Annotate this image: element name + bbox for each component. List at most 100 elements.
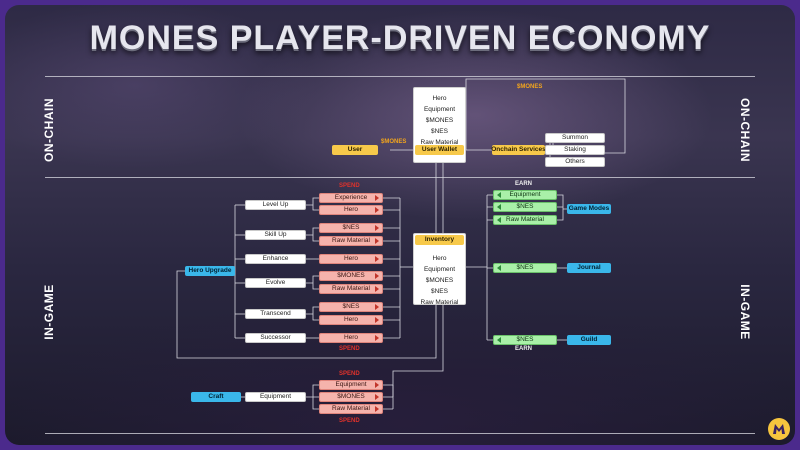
craft-cost-mones: $MONES: [319, 392, 383, 402]
arrow-right-icon: [375, 394, 379, 400]
arrow-right-icon: [375, 335, 379, 341]
craft-cost-equipment: Equipment: [319, 380, 383, 390]
action-skill-up: Skill Up: [245, 230, 306, 240]
cost-evolve-raw-material: Raw Material: [319, 284, 383, 294]
arrow-left-icon: [497, 192, 501, 198]
money-flow-label: $MONES: [381, 139, 407, 145]
wallet-item-equipment: Equipment: [423, 106, 456, 113]
arrow-right-icon: [375, 207, 379, 213]
cost-label: $MONES: [337, 392, 365, 400]
action-successor: Successor: [245, 333, 306, 343]
arrow-right-icon: [375, 317, 379, 323]
action-level-up: Level Up: [245, 200, 306, 210]
craft-spend-label-bottom: SPEND: [339, 418, 360, 424]
arrow-right-icon: [375, 286, 379, 292]
cost-label: Hero: [343, 205, 359, 213]
wallet-item-nes: $NES: [431, 128, 448, 135]
arrow-left-icon: [497, 204, 501, 210]
action-evolve: Evolve: [245, 278, 306, 288]
inventory-item-hero: Hero: [432, 255, 447, 262]
reward-guild-nes: $NES: [493, 335, 557, 345]
arrow-right-icon: [375, 195, 379, 201]
spend-label-top: SPEND: [339, 183, 360, 189]
cost-label: Hero: [343, 333, 359, 341]
craft-cost-raw-material: Raw Material: [319, 404, 383, 414]
cost-level-up-experience: Experience: [319, 193, 383, 203]
reward-game-modes-nes: $NES: [493, 202, 557, 212]
craft-spend-label-top: SPEND: [339, 371, 360, 377]
divider-bottom: [45, 433, 755, 434]
cost-successor-hero: Hero: [319, 333, 383, 343]
cost-level-up-hero: Hero: [319, 205, 383, 215]
reward-label: $NES: [516, 202, 534, 210]
cost-label: $NES: [342, 302, 360, 310]
cost-label: Raw Material: [332, 236, 370, 244]
cost-evolve-mones: $MONES: [319, 271, 383, 281]
arrow-right-icon: [375, 256, 379, 262]
earn-label-top: EARN: [515, 181, 533, 187]
cost-label: Hero: [343, 315, 359, 323]
cost-label: Hero: [343, 254, 359, 262]
logo-mark: [773, 424, 785, 434]
action-enhance: Enhance: [245, 254, 306, 264]
arrow-right-icon: [375, 273, 379, 279]
connector-lines: [176, 78, 626, 410]
divider-top: [45, 76, 755, 77]
cost-enhance-hero: Hero: [319, 254, 383, 264]
user-wallet-node: User Wallet: [415, 145, 464, 155]
game-modes-hub: Game Modes: [567, 204, 611, 214]
arrow-right-icon: [375, 406, 379, 412]
arrow-right-icon: [375, 225, 379, 231]
cost-label: $NES: [342, 223, 360, 231]
cost-label: Raw Material: [332, 404, 370, 412]
page-title: MONES PLAYER-DRIVEN ECONOMY: [89, 19, 711, 57]
arrow-right-icon: [375, 382, 379, 388]
reward-label: $NES: [516, 335, 534, 343]
inventory-item-mones: $MONES: [425, 277, 454, 284]
arrow-left-icon: [497, 217, 501, 223]
wallet-item-raw-material: Raw Material: [420, 139, 459, 146]
wallet-item-hero: Hero: [432, 95, 447, 102]
craft-action-equipment: Equipment: [245, 392, 306, 402]
guild-hub: Guild: [567, 335, 611, 345]
divider-middle: [45, 177, 755, 178]
inventory-item-equipment: Equipment: [423, 266, 456, 273]
earn-label-bottom: EARN: [515, 346, 533, 352]
user-node: User: [332, 145, 378, 155]
reward-label: $NES: [516, 263, 534, 271]
cost-label: Equipment: [335, 380, 367, 388]
service-staking: Staking: [545, 145, 605, 155]
reward-label: Raw Material: [506, 215, 544, 223]
arrow-left-icon: [497, 337, 501, 343]
mones-logo-icon: [768, 418, 790, 440]
inventory-node: Inventory: [415, 235, 464, 245]
cost-label: Experience: [334, 193, 368, 201]
craft-hub: Craft: [191, 392, 241, 402]
reward-label: Equipment: [509, 190, 541, 198]
cost-transcend-hero: Hero: [319, 315, 383, 325]
reward-game-modes-raw-material: Raw Material: [493, 215, 557, 225]
inventory-item-raw-material: Raw Material: [420, 299, 459, 306]
inventory-panel: Hero Equipment $MONES $NES Raw Material: [413, 233, 466, 306]
action-transcend: Transcend: [245, 309, 306, 319]
wallet-item-mones: $MONES: [425, 117, 454, 124]
cost-skill-up-nes: $NES: [319, 223, 383, 233]
arrow-right-icon: [375, 238, 379, 244]
hero-upgrade-hub: Hero Upgrade: [185, 266, 235, 276]
journal-hub: Journal: [567, 263, 611, 273]
reward-game-modes-equipment: Equipment: [493, 190, 557, 200]
cost-label: Raw Material: [332, 284, 370, 292]
arrow-right-icon: [375, 304, 379, 310]
inventory-item-nes: $NES: [431, 288, 448, 295]
money-flow-label-top: $MONES: [517, 84, 543, 90]
cost-skill-up-raw-material: Raw Material: [319, 236, 383, 246]
service-others: Others: [545, 157, 605, 167]
cost-transcend-nes: $NES: [319, 302, 383, 312]
cost-label: $MONES: [337, 271, 365, 279]
spend-label-bottom: SPEND: [339, 346, 360, 352]
arrow-left-icon: [497, 265, 501, 271]
reward-journal-nes: $NES: [493, 263, 557, 273]
service-summon: Summon: [545, 133, 605, 143]
onchain-services-node: Onchain Services: [491, 145, 546, 155]
diagram-frame: MONES PLAYER-DRIVEN ECONOMY ON-CHAIN ON-…: [5, 5, 795, 445]
